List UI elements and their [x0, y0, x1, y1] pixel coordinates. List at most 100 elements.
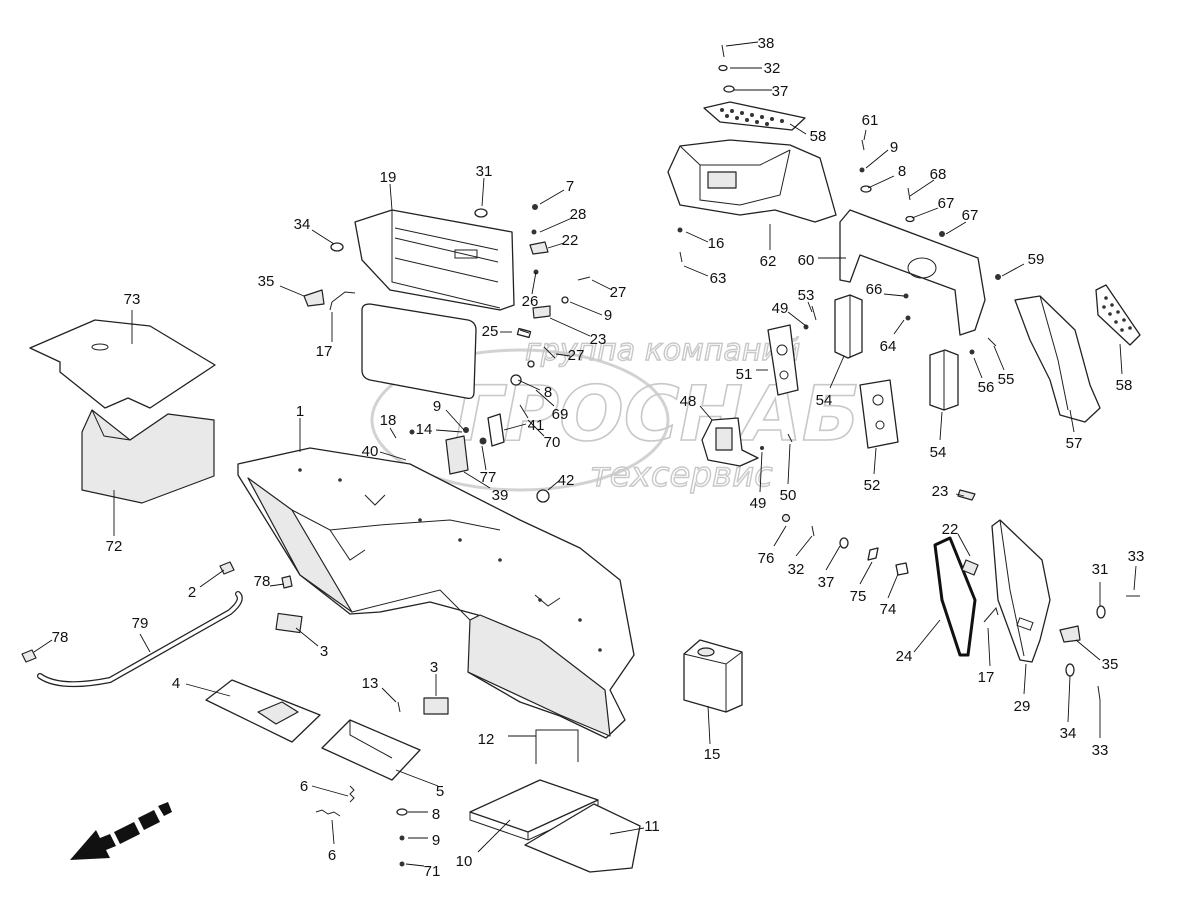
leader-line-31 — [481, 177, 485, 207]
leader-line-54 — [829, 355, 845, 389]
leader-line-8 — [867, 175, 895, 189]
leader-line-14 — [435, 429, 463, 433]
callout-66: 66 — [866, 281, 883, 298]
callout-17: 17 — [316, 343, 333, 360]
callout-3: 3 — [320, 643, 328, 660]
part-57-side-cover — [1014, 295, 1101, 423]
callout-73: 73 — [124, 291, 141, 308]
callout-8: 8 — [432, 806, 440, 823]
part-61-dashboard-frame — [839, 209, 986, 336]
callout-6: 6 — [300, 778, 308, 795]
callout-26: 26 — [522, 293, 539, 310]
leader-line-23 — [549, 317, 591, 337]
callout-56: 56 — [978, 379, 995, 396]
callout-34: 34 — [294, 216, 311, 233]
callout-9: 9 — [890, 139, 898, 156]
callout-63: 63 — [710, 270, 727, 287]
leader-line-55 — [993, 345, 1005, 371]
callout-37: 37 — [818, 574, 835, 591]
callout-32: 32 — [788, 561, 805, 578]
part-17-bracket-left — [331, 291, 356, 303]
part-54-box-lower — [929, 349, 959, 411]
leader-line-24 — [913, 619, 941, 653]
leader-line-64 — [893, 319, 905, 335]
part-73-cover-plate — [29, 319, 216, 409]
leader-line-9 — [569, 301, 603, 316]
leader-line-3 — [295, 627, 319, 647]
callout-1: 1 — [296, 403, 304, 420]
leader-line-49 — [759, 451, 763, 493]
part-rear-window-seal — [361, 303, 477, 400]
callout-35: 35 — [1102, 656, 1119, 673]
callout-10: 10 — [456, 853, 473, 870]
callout-8: 8 — [544, 384, 552, 401]
leader-line-23 — [955, 493, 965, 497]
callout-32: 32 — [764, 60, 781, 77]
leader-line-40 — [379, 451, 407, 461]
part-1-main-frame — [237, 447, 635, 739]
leader-line-56 — [973, 357, 983, 379]
leader-line-63 — [683, 265, 709, 277]
part-58-grille-side — [1095, 284, 1141, 346]
leader-line-4 — [185, 683, 231, 697]
leader-line-42 — [547, 479, 561, 491]
leader-line-67 — [911, 207, 939, 219]
callout-67: 67 — [938, 195, 955, 212]
leader-line-11 — [609, 827, 645, 835]
front-direction-arrow-icon — [70, 802, 172, 860]
callout-6: 6 — [328, 847, 336, 864]
leader-line-5 — [395, 769, 439, 787]
callout-58: 58 — [810, 128, 827, 145]
leader-line-58 — [789, 123, 807, 135]
part-5-tray — [321, 719, 421, 781]
leader-line-2 — [199, 569, 225, 588]
callout-75: 75 — [850, 588, 867, 605]
leader-line-52 — [873, 447, 877, 475]
leader-line-15 — [707, 705, 711, 745]
leader-line-78 — [269, 583, 285, 587]
part-11-mat — [524, 803, 641, 873]
callout-37: 37 — [772, 83, 789, 100]
callout-68: 68 — [930, 166, 947, 183]
leader-line-58 — [1119, 343, 1123, 375]
leader-line-13 — [381, 687, 397, 703]
leader-line-49 — [787, 311, 807, 327]
leader-lines — [33, 41, 1137, 867]
callout-12: 12 — [478, 731, 495, 748]
callout-55: 55 — [998, 371, 1015, 388]
leader-line-34 — [311, 229, 335, 245]
part-35-clip-left — [303, 289, 325, 307]
part-3-pad-upper — [275, 612, 303, 634]
callout-78: 78 — [52, 629, 69, 646]
leader-line-37 — [825, 545, 841, 571]
fasteners — [21, 44, 1140, 867]
leader-line-35 — [1075, 639, 1101, 661]
callout-58: 58 — [1116, 377, 1133, 394]
callout-2: 2 — [188, 584, 196, 601]
leader-line-50 — [787, 443, 791, 485]
callout-38: 38 — [758, 35, 775, 52]
callout-70: 70 — [544, 434, 561, 451]
callout-25: 25 — [482, 323, 499, 340]
leader-line-70 — [527, 419, 545, 437]
callout-9: 9 — [432, 832, 440, 849]
callout-78: 78 — [254, 573, 271, 590]
part-4-tray — [205, 679, 321, 743]
callout-3: 3 — [430, 659, 438, 676]
leader-line-66 — [883, 293, 905, 297]
callout-57: 57 — [1066, 435, 1083, 452]
callout-18: 18 — [380, 412, 397, 429]
leader-line-28 — [539, 217, 573, 233]
leader-line-74 — [887, 573, 899, 599]
leader-line-32 — [795, 535, 813, 557]
callout-33: 33 — [1092, 742, 1109, 759]
leader-line-7 — [539, 189, 565, 205]
callout-67: 67 — [962, 207, 979, 224]
callout-13: 13 — [362, 675, 379, 692]
callout-31: 31 — [1092, 561, 1109, 578]
part-51-bracket — [767, 324, 799, 396]
callout-64: 64 — [880, 338, 897, 355]
leader-line-39 — [463, 471, 491, 489]
part-48-mount — [701, 417, 759, 467]
callout-72: 72 — [106, 538, 123, 555]
